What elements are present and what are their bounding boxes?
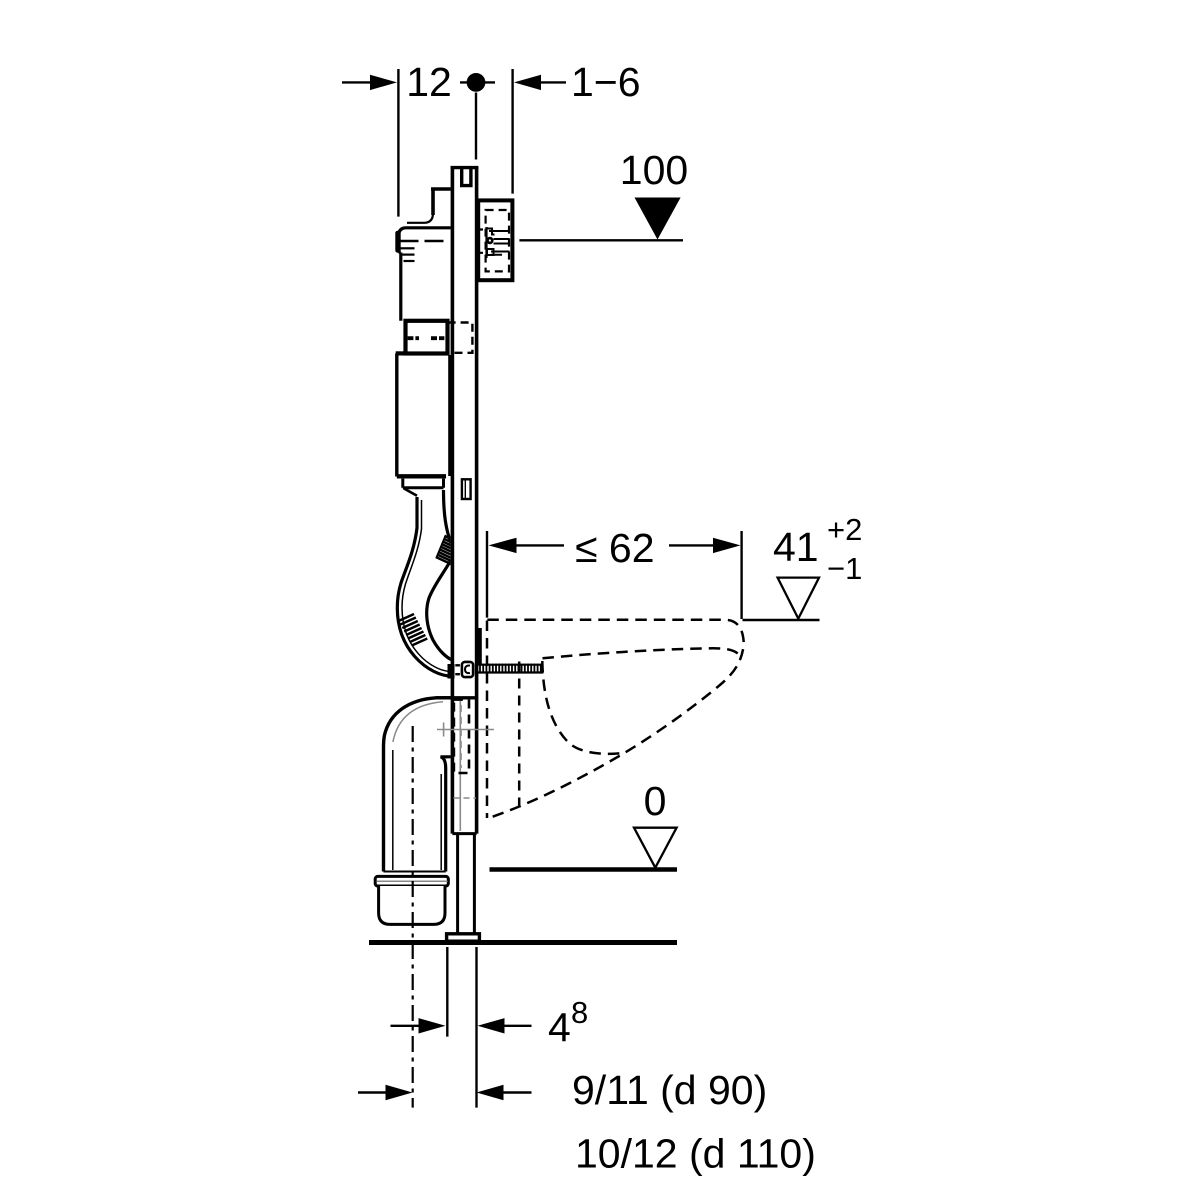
flush-bend-pipe (395, 489, 453, 678)
dim-label-4-sup: 8 (571, 995, 588, 1030)
dim-label-12: 12 (406, 59, 452, 105)
dim-label-1-6: 1−6 (571, 59, 641, 105)
level-triangle-0-open (632, 826, 679, 871)
level-label-41-tol-plus: +2 (827, 512, 862, 547)
flush-valve-dashed-box (446, 321, 474, 354)
drain-elbow-inner-edge (439, 755, 452, 872)
drain-elbow-inner-arc (392, 701, 444, 743)
level-label-41-tol-minus: −1 (827, 551, 862, 586)
rail-top-slot (460, 168, 473, 188)
arrow-right (385, 1084, 413, 1101)
arrow-left (488, 537, 517, 554)
flush-pipe-rib-band-upper (435, 534, 453, 566)
pipe-outlet-block (447, 664, 455, 679)
rail-mid-slot-box (460, 478, 472, 501)
level-label-41: 41 (773, 524, 819, 570)
level-triangle-41-open (775, 576, 821, 622)
dim-label-10-12: 10/12 (d 110) (575, 1131, 816, 1177)
flush-pipe-rib-band-lower (397, 612, 428, 647)
rail-dashed-boxes (446, 321, 474, 775)
arrow-left (514, 74, 541, 91)
dimension-drain-offset: 9/11 (d 90) (358, 1067, 767, 1113)
wall-bracket (476, 198, 515, 283)
dim-label-le62: ≤ 62 (575, 525, 655, 571)
bracket-outer-box (476, 198, 515, 283)
clamp-body (460, 660, 475, 679)
arrow-right (418, 1018, 446, 1034)
pan-bowl-line (541, 660, 626, 756)
dimension-outlet-offset: 4 8 (390, 947, 588, 1108)
level-label-100: 100 (620, 147, 688, 193)
level-label-0: 0 (644, 778, 667, 824)
pan-top-and-underside-line (487, 618, 746, 820)
dim-label-4: 4 (548, 1005, 571, 1051)
cistern-lid-seam-lower (396, 226, 451, 238)
flush-pipe-outer-edge (395, 497, 453, 678)
wc-pan-dashed-outline (485, 618, 746, 820)
dimension-wall-finish: 1−6 (511, 59, 641, 194)
levels: 100 41 +2 −1 0 (369, 147, 862, 945)
rail-mid-slot (460, 478, 472, 501)
level-triangle-100-filled (634, 197, 681, 240)
bracket-mech-pivot (486, 236, 494, 245)
pan-fixing (447, 628, 544, 679)
cistern (395, 187, 452, 497)
flush-pipe-inner-wall-line (427, 566, 449, 600)
bracket-mechanism (479, 227, 510, 258)
arrow-right (370, 74, 397, 91)
bracket-mech-stubs (479, 228, 483, 254)
frame-rail (436, 165, 482, 943)
drain-elbow-fill (383, 697, 451, 872)
flush-pipe-highlight-line (401, 500, 452, 673)
drain-elbow (381, 696, 452, 873)
dimension-flush-pipe-height: ≤ 62 (485, 525, 743, 619)
dim-label-9-11: 9/11 (d 90) (572, 1067, 767, 1113)
drain-connector-dashed-box (452, 698, 471, 775)
drain-elbow-outer-edge (381, 696, 451, 872)
flush-pipe-rib-band-upper-edge (435, 534, 447, 558)
arrow-right (713, 537, 741, 554)
supply-point-dot (466, 73, 486, 92)
outlet-axis (437, 722, 494, 737)
clamp-curl (463, 664, 471, 675)
fixing-plate-black (477, 628, 482, 665)
rod-threads (479, 663, 542, 674)
rail-leg-fill (455, 833, 477, 934)
cistern-collar (401, 478, 445, 490)
dimension-frame-depth: 12 (342, 59, 495, 217)
pan-seat-line (542, 647, 741, 660)
arrow-left (476, 1084, 504, 1101)
cistern-collar-taper (403, 487, 418, 497)
cistern-lid-seam-upper (407, 212, 435, 224)
bracket-mech-rods (489, 230, 510, 256)
bracket-inner-dashed-box (484, 208, 511, 273)
arrow-left (477, 1018, 505, 1034)
